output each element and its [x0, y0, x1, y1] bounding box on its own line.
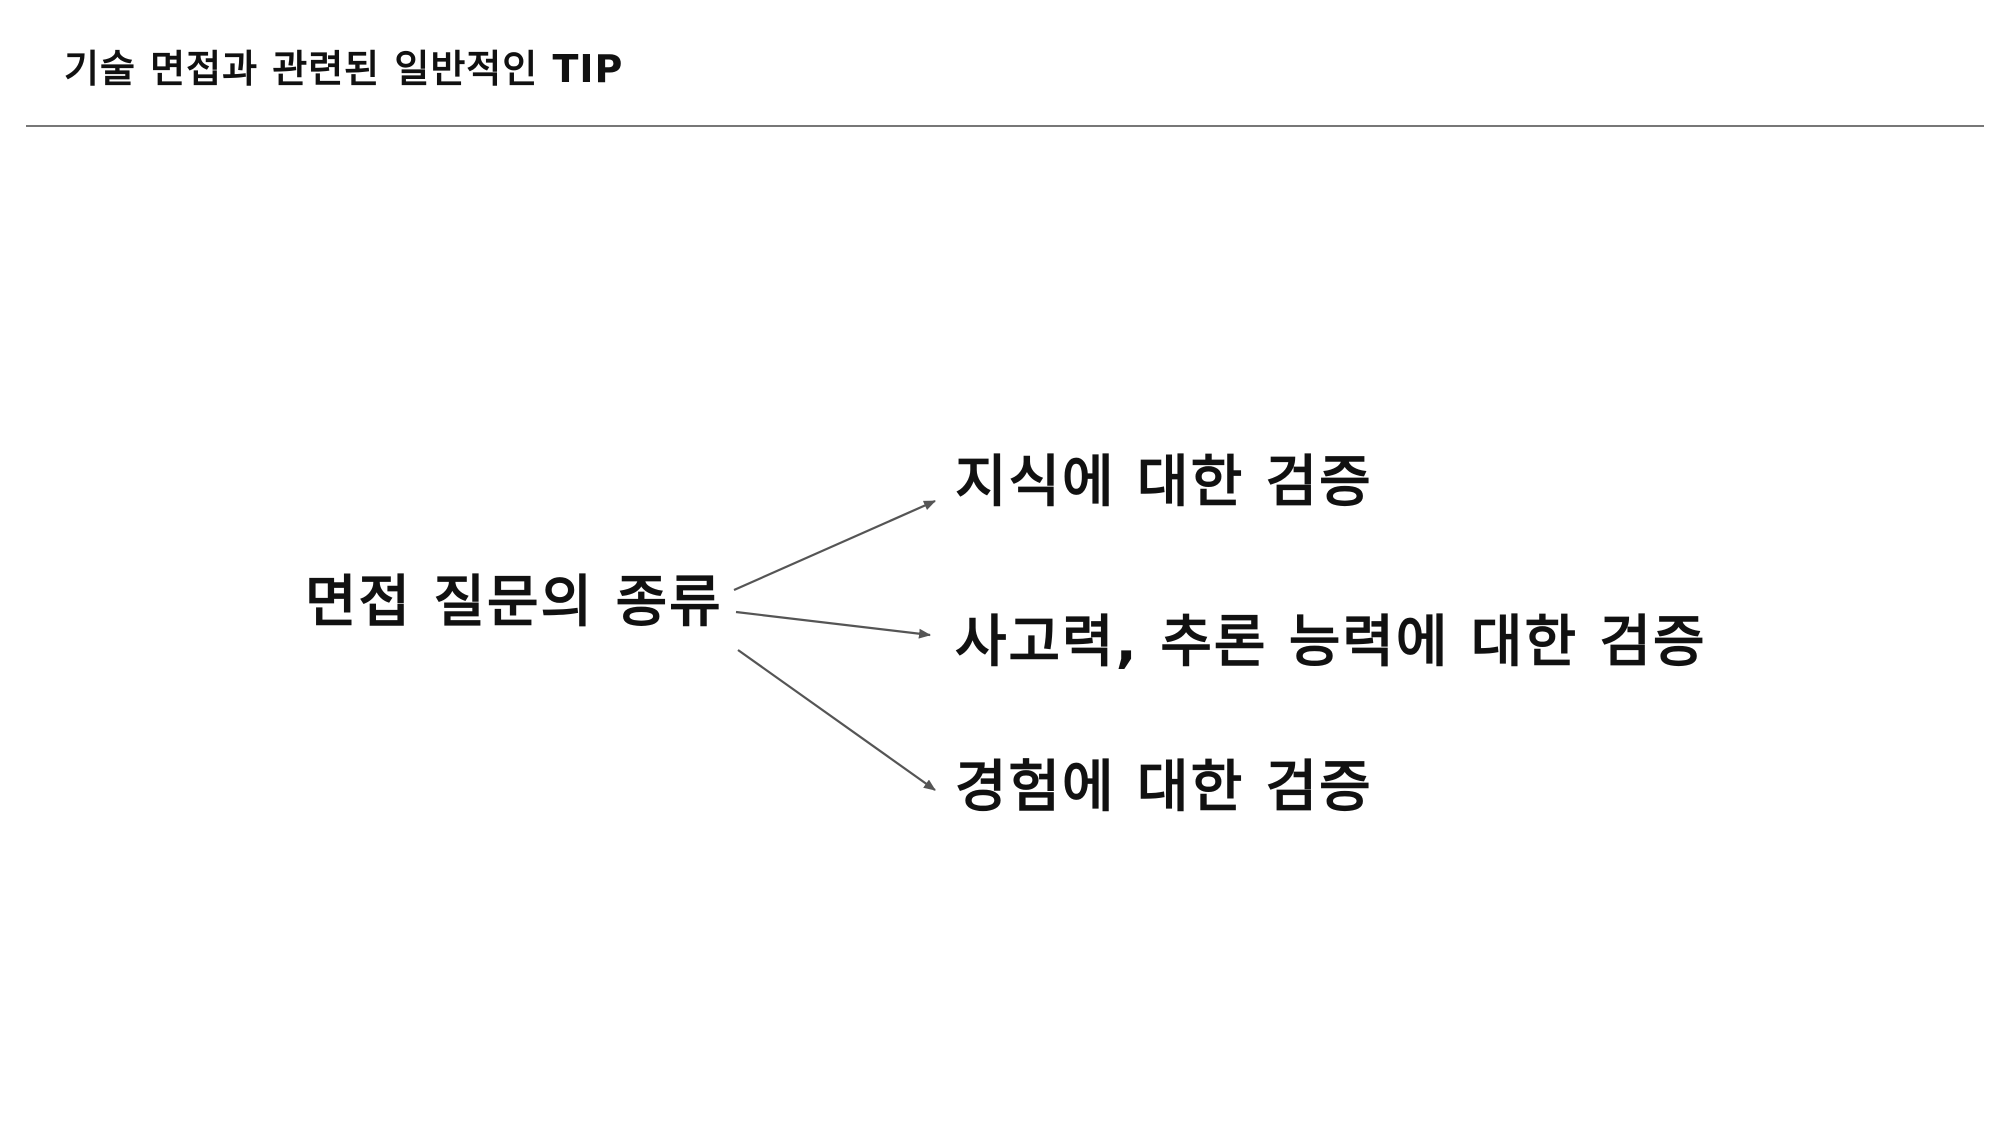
root-node-interview-question-types: 면접 질문의 종류 [305, 570, 723, 635]
arrow-to-reasoning [735, 610, 931, 639]
branch-node-reasoning: 사고력, 추론 능력에 대한 검증 [955, 610, 1707, 675]
branch-node-experience: 경험에 대한 검증 [955, 755, 1373, 820]
branch-node-knowledge: 지식에 대한 검증 [955, 450, 1373, 515]
arrow-to-knowledge [733, 499, 936, 592]
title-divider [26, 125, 1984, 127]
slide-title: 기술 면접과 관련된 일반적인 TIP [64, 47, 624, 91]
arrow-to-experience [737, 649, 936, 791]
